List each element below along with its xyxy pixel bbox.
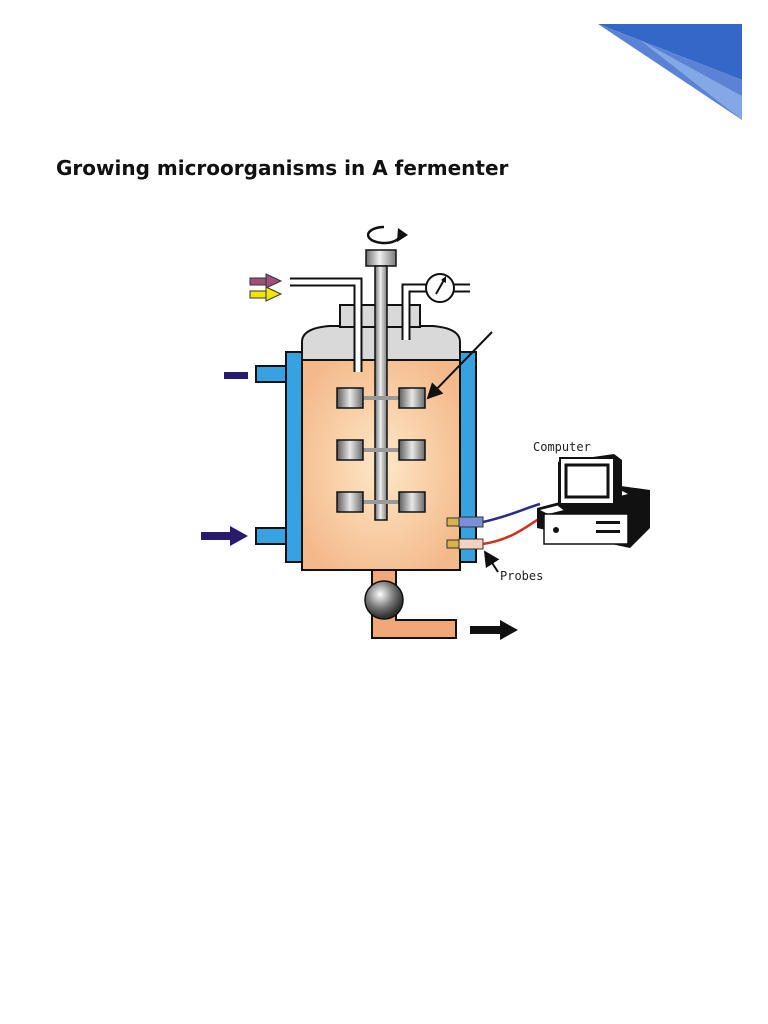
paddle-pointer-arrow xyxy=(426,331,493,400)
impeller-row-2 xyxy=(336,439,426,461)
inlet-arrow-purple xyxy=(249,273,283,289)
drain-arrow xyxy=(470,620,518,640)
corner-ribbon-light xyxy=(640,40,742,120)
drain-outlet xyxy=(364,569,457,639)
probes-pointer-arrow xyxy=(483,550,500,573)
stirrer-shaft xyxy=(365,249,397,521)
drain-valve-icon xyxy=(364,580,404,620)
impeller-paddles xyxy=(336,387,426,513)
jacket-outlet-marker xyxy=(224,372,248,379)
computer-icon xyxy=(537,454,650,548)
inlet-arrow-yellow xyxy=(249,286,283,302)
jacket-inlet-arrow xyxy=(201,526,248,546)
corner-ribbon-decoration xyxy=(598,24,742,120)
computer-label: Computer xyxy=(533,440,591,454)
probes-label: Probes xyxy=(500,569,543,583)
pressure-gauge-icon xyxy=(425,273,455,303)
impeller-row-1 xyxy=(336,387,426,409)
probe-wire-blue xyxy=(482,502,541,524)
page-title: Growing microorganisms in A fermenter xyxy=(56,156,509,180)
rotation-arrow-icon xyxy=(366,225,408,245)
impeller-row-3 xyxy=(336,491,426,513)
probes xyxy=(446,516,484,550)
inlet-pipe xyxy=(290,277,363,372)
corner-ribbon-mid xyxy=(598,24,742,120)
